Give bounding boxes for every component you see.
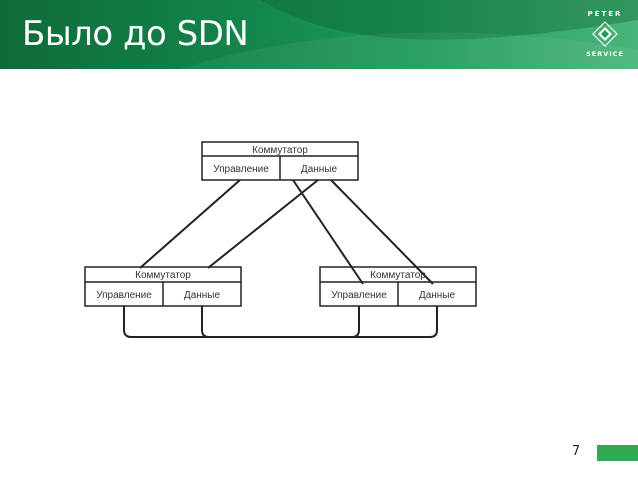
- switch-right-data-label: Данные: [419, 290, 456, 301]
- switch-top: Коммутатор Управление Данные: [201, 141, 359, 181]
- switch-left: Коммутатор Управление Данные: [84, 266, 242, 307]
- logo-top-text: PETER: [587, 10, 623, 18]
- switch-right-control-label: Управление: [331, 290, 387, 301]
- switch-left-data-label: Данные: [184, 290, 221, 301]
- switch-right-title: Коммутатор: [370, 270, 426, 281]
- slide-title: Было до SDN: [22, 14, 249, 54]
- footer-accent-bar: [597, 445, 638, 461]
- page-number: 7: [571, 444, 581, 459]
- logo-diamond-icon: [592, 21, 618, 47]
- switch-right: Коммутатор Управление Данные: [319, 266, 477, 307]
- link-top-data-to-right: [292, 179, 364, 285]
- switch-top-data-label: Данные: [301, 164, 338, 175]
- link-top-data-to-left: [207, 179, 319, 269]
- link-top-control-to-left: [139, 179, 241, 269]
- switch-top-title: Коммутатор: [252, 145, 308, 156]
- link-left-control-to-right-control: [123, 306, 360, 338]
- switch-top-control-label: Управление: [213, 164, 269, 175]
- link-left-data-to-right-data: [201, 306, 438, 338]
- header-wave-decoration: [0, 0, 638, 69]
- switch-left-title: Коммутатор: [135, 270, 191, 281]
- link-top-to-right-data: [330, 179, 434, 285]
- switch-left-control-label: Управление: [96, 290, 152, 301]
- company-logo: PETER SERVICE: [575, 6, 635, 66]
- slide-header: Было до SDN PETER SERVICE: [0, 0, 638, 69]
- logo-bottom-text: SERVICE: [586, 50, 624, 58]
